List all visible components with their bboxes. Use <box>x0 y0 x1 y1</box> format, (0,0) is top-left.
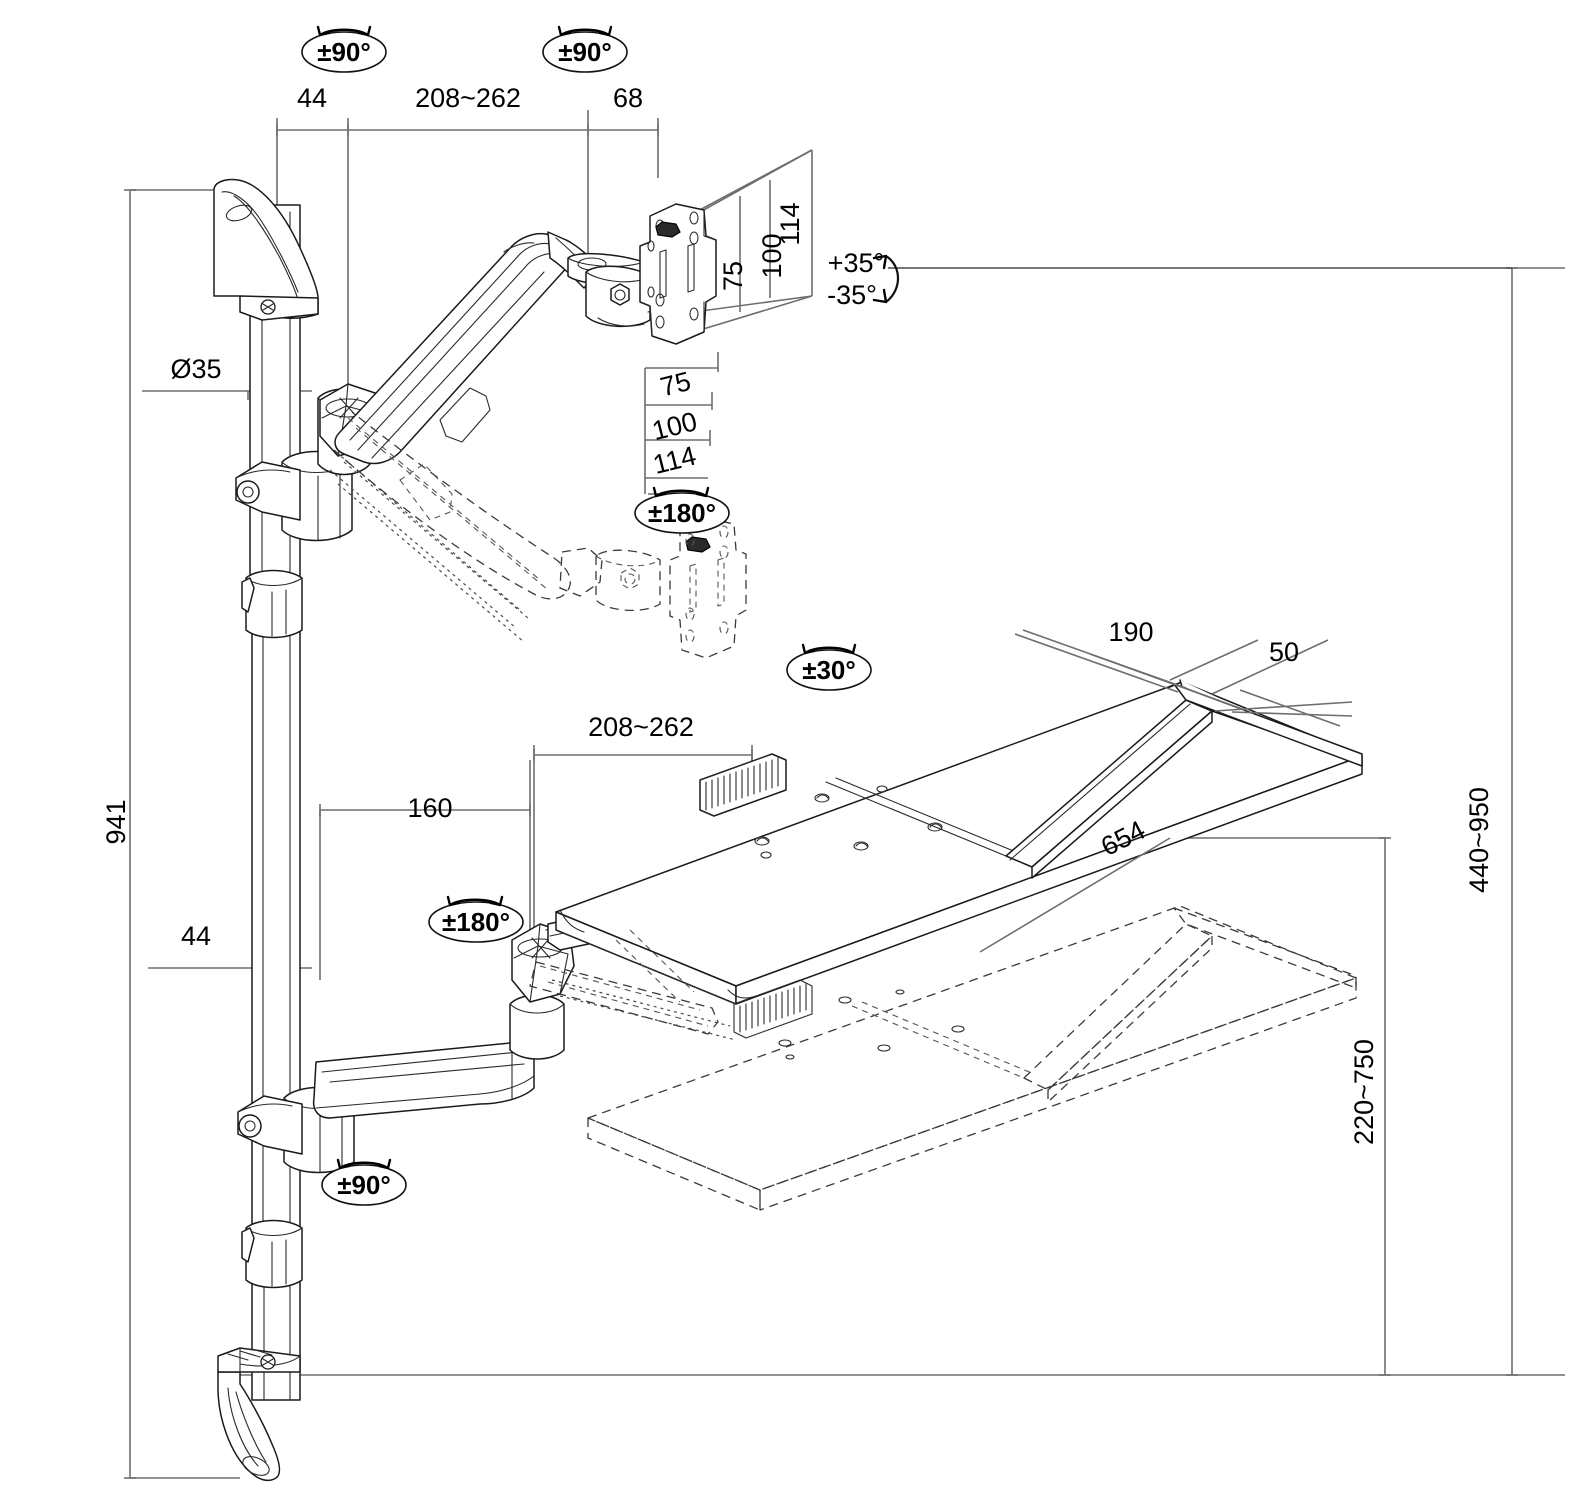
dim-label-vesa-h-114: 114 <box>650 440 699 480</box>
dim-label-vesa-h-75: 75 <box>657 366 693 402</box>
dim-label-44-top: 44 <box>297 83 327 113</box>
rotation-badges: ±90° ±90° ±180° ±30° <box>301 25 872 1206</box>
vesa-thumbscrew-knob <box>655 221 681 238</box>
badge-arm-elbow-swivel: ±90° <box>542 25 628 73</box>
dim-label-160: 160 <box>407 793 452 823</box>
monitor-gas-spring-arm <box>334 231 601 465</box>
dim-label-44-lower: 44 <box>181 921 211 951</box>
dim-label-keyboard-height-range: 220~750 <box>1349 1039 1379 1145</box>
pole-stop-collar-lower <box>241 1219 303 1289</box>
badge-vesa-rotation: ±180° <box>634 486 730 534</box>
keyboard-arm-lower-segment <box>312 1041 535 1119</box>
dim-label-vesa-v-100: 100 <box>757 233 787 278</box>
badge-pole-swivel-top: ±90° <box>301 25 387 73</box>
dim-label-vesa-v-114: 114 <box>775 202 805 245</box>
dim-label-pole-diameter: Ø35 <box>170 354 221 384</box>
dim-label-941: 941 <box>101 799 131 844</box>
badge-label: ±90° <box>317 37 371 67</box>
monitor-tilt-arc <box>872 254 900 304</box>
dim-label-vesa-v-75: 75 <box>718 261 748 291</box>
monitor-arm-pole-clamp <box>235 450 353 542</box>
tray-cable-comb-ghost <box>733 979 813 1039</box>
badge-label: ±90° <box>337 1170 391 1200</box>
dim-label-50: 50 <box>1269 637 1299 667</box>
bottom-wall-bracket <box>217 1347 301 1482</box>
dimension-lines <box>124 110 1565 1479</box>
dim-label-monitor-height-range: 440~950 <box>1464 787 1494 893</box>
bracket-screw-top <box>260 299 276 315</box>
monitor-tilt-head-assembly <box>567 252 657 328</box>
dim-label-190: 190 <box>1108 617 1153 647</box>
tray-mounting-holes-ghost <box>778 989 965 1060</box>
tilt-label-negative: -35° <box>827 280 877 310</box>
badge-tray-tilt: ±30° <box>786 643 872 691</box>
dim-label-keyboard-reach: 208~262 <box>588 712 694 742</box>
tray-mounting-holes <box>754 785 943 859</box>
tilt-label-positive: +35° <box>828 248 885 278</box>
badge-label: ±30° <box>802 655 856 685</box>
bracket-screw-bottom <box>260 1354 276 1370</box>
vesa-thumbscrew-knob-ghost <box>685 536 711 553</box>
badge-keyboard-pole-swivel: ±90° <box>321 1158 407 1206</box>
dim-label-arm-reach: 208~262 <box>415 83 521 113</box>
tilt-hex-bolt <box>610 283 630 306</box>
badge-label: ±180° <box>648 498 716 528</box>
vesa-plate-raised <box>639 203 717 345</box>
top-wall-bracket <box>213 178 319 321</box>
badge-keyboard-arm-rotation: ±180° <box>428 895 524 943</box>
badge-label: ±180° <box>442 907 510 937</box>
tray-cable-comb <box>699 753 787 817</box>
keyboard-tray-raised <box>555 679 1363 1005</box>
pole-stop-collar-upper <box>241 569 303 639</box>
keyboard-tray-lowered-ghost <box>529 905 1357 1211</box>
dimension-labels: 44 208~262 68 Ø35 941 44 160 208~262 75 … <box>101 83 1494 1145</box>
tilt-hex-bolt-ghost <box>620 567 640 590</box>
monitor-arm-lowered-ghost <box>329 411 747 659</box>
badge-label: ±90° <box>558 37 612 67</box>
dim-label-68: 68 <box>613 83 643 113</box>
tray-dimension-leaders <box>979 629 1353 953</box>
